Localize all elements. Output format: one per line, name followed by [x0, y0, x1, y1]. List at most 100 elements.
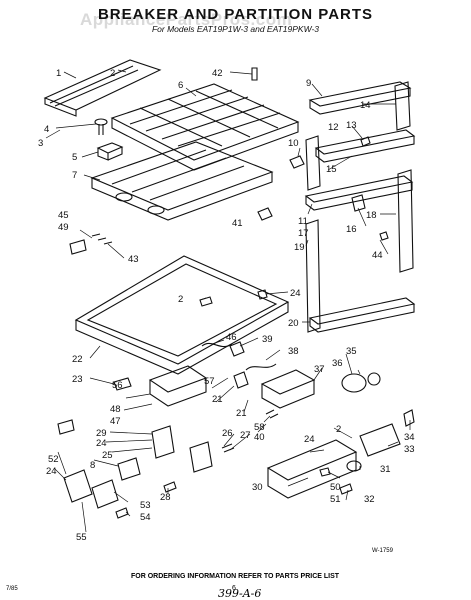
callout-42: 42 [212, 68, 223, 79]
part-light-cover-35 [367, 372, 381, 386]
callout-12: 12 [328, 122, 339, 133]
callout-2: 2 [110, 68, 115, 79]
part-bracket-16 [351, 194, 366, 212]
callout-4: 4 [44, 124, 49, 135]
callout-39: 39 [262, 334, 273, 345]
callout-41: 41 [232, 218, 243, 229]
callout-2c: 2 [336, 424, 341, 435]
callout-36: 36 [332, 358, 343, 369]
part-block-5 [96, 142, 124, 161]
callout-56: 56 [112, 380, 123, 391]
part-strip-12 [305, 135, 321, 191]
callout-29: 29 [96, 428, 107, 439]
callout-24d: 24 [304, 434, 315, 445]
part-breaker-top-9 [308, 81, 412, 115]
callout-26: 26 [222, 428, 233, 439]
part-bracket-26 [189, 441, 213, 473]
callout-21: 21 [212, 394, 223, 405]
part-shelf-grid-6 [110, 83, 300, 171]
callout-8: 8 [90, 460, 95, 471]
callout-45: 45 [58, 210, 69, 221]
part-clip-29 [57, 419, 75, 435]
page-title: BREAKER AND PARTITION PARTS [97, 6, 374, 23]
callout-38: 38 [288, 346, 299, 357]
callout-15: 15 [326, 164, 337, 175]
part-damper-52 [63, 469, 93, 503]
callout-23: 23 [72, 374, 83, 385]
diagram-reference: W-1759 [372, 548, 394, 554]
part-screw-13 [360, 136, 371, 147]
page-number: 6 [232, 585, 236, 592]
callout-11: 11 [298, 216, 308, 227]
part-strip-18 [397, 169, 414, 273]
callout-13: 13 [346, 120, 357, 131]
part-partition-15 [314, 129, 416, 163]
part-wire-46 [201, 342, 233, 348]
part-cover-33 [359, 423, 401, 457]
callout-21b: 21 [236, 408, 247, 419]
part-clip-8 [117, 457, 141, 481]
part-screw-27 [221, 443, 235, 453]
left-code: 7/85 [6, 586, 18, 592]
callout-53: 53 [140, 500, 151, 511]
part-strip-14 [394, 81, 411, 131]
part-screw-24 [257, 289, 268, 300]
part-screw-32 [339, 483, 353, 495]
callout-10: 10 [288, 138, 299, 149]
models-subtitle: For Models EAT19P1W-3 and EAT19PKW-3 [151, 24, 320, 34]
callout-52: 52 [48, 454, 59, 465]
footer-note: FOR ORDERING INFORMATION REFER TO PARTS … [131, 573, 340, 580]
callout-6: 6 [178, 80, 183, 91]
part-thermostat-25 [151, 425, 175, 459]
part-screw-34 [403, 409, 415, 427]
part-wire-38 [245, 363, 277, 371]
part-partition-11 [304, 175, 414, 211]
part-motor-53 [91, 479, 119, 509]
watermark: AppliancePartsPros.com [80, 10, 293, 29]
part-divider-panel-22 [74, 255, 290, 375]
part-screw-54 [115, 507, 129, 519]
callout-31: 31 [380, 464, 391, 475]
callout-5: 5 [72, 152, 77, 163]
callout-1: 1 [56, 68, 61, 79]
callout-24: 24 [290, 288, 301, 299]
part-screw-44 [379, 231, 389, 241]
part-tray-7 [90, 141, 274, 221]
part-light-housing-37 [260, 369, 316, 409]
part-socket-57 [233, 371, 249, 389]
callout-34: 34 [404, 432, 415, 443]
callout-20: 20 [288, 318, 299, 329]
part-screw-42 [251, 67, 258, 81]
callout-44: 44 [372, 250, 383, 261]
callout-50: 50 [330, 482, 341, 493]
callout-28: 28 [160, 492, 171, 503]
callout-16: 16 [346, 224, 357, 235]
callout-43: 43 [128, 254, 139, 265]
part-breaker-strip-top [43, 59, 162, 117]
part-breaker-bottom-20 [308, 297, 416, 333]
part-clip-41 [257, 207, 273, 221]
callout-46: 46 [226, 332, 237, 343]
callout-54: 54 [140, 512, 151, 523]
leader-lines [45, 69, 411, 533]
part-screw-4 [94, 118, 108, 135]
part-screw-50 [319, 467, 331, 477]
callout-14: 14 [360, 100, 371, 111]
part-strip-19 [305, 219, 321, 333]
part-screw-28 [163, 481, 177, 493]
callout-33: 33 [404, 444, 415, 455]
callout-47: 47 [110, 416, 121, 427]
handwritten-note: 399-A-6 [218, 587, 261, 600]
callout-3: 3 [38, 138, 43, 149]
callout-48: 48 [110, 404, 121, 415]
callout-49: 49 [58, 222, 69, 233]
part-screw-58 [265, 409, 279, 419]
callout-57: 57 [204, 376, 215, 387]
callout-24c: 24 [46, 466, 57, 477]
callout-22: 22 [72, 354, 83, 365]
callout-37: 37 [314, 364, 325, 375]
callout-7: 7 [72, 170, 77, 181]
callout-51: 51 [330, 494, 341, 505]
part-control-box-48 [148, 365, 208, 407]
callout-27: 27 [240, 430, 251, 441]
